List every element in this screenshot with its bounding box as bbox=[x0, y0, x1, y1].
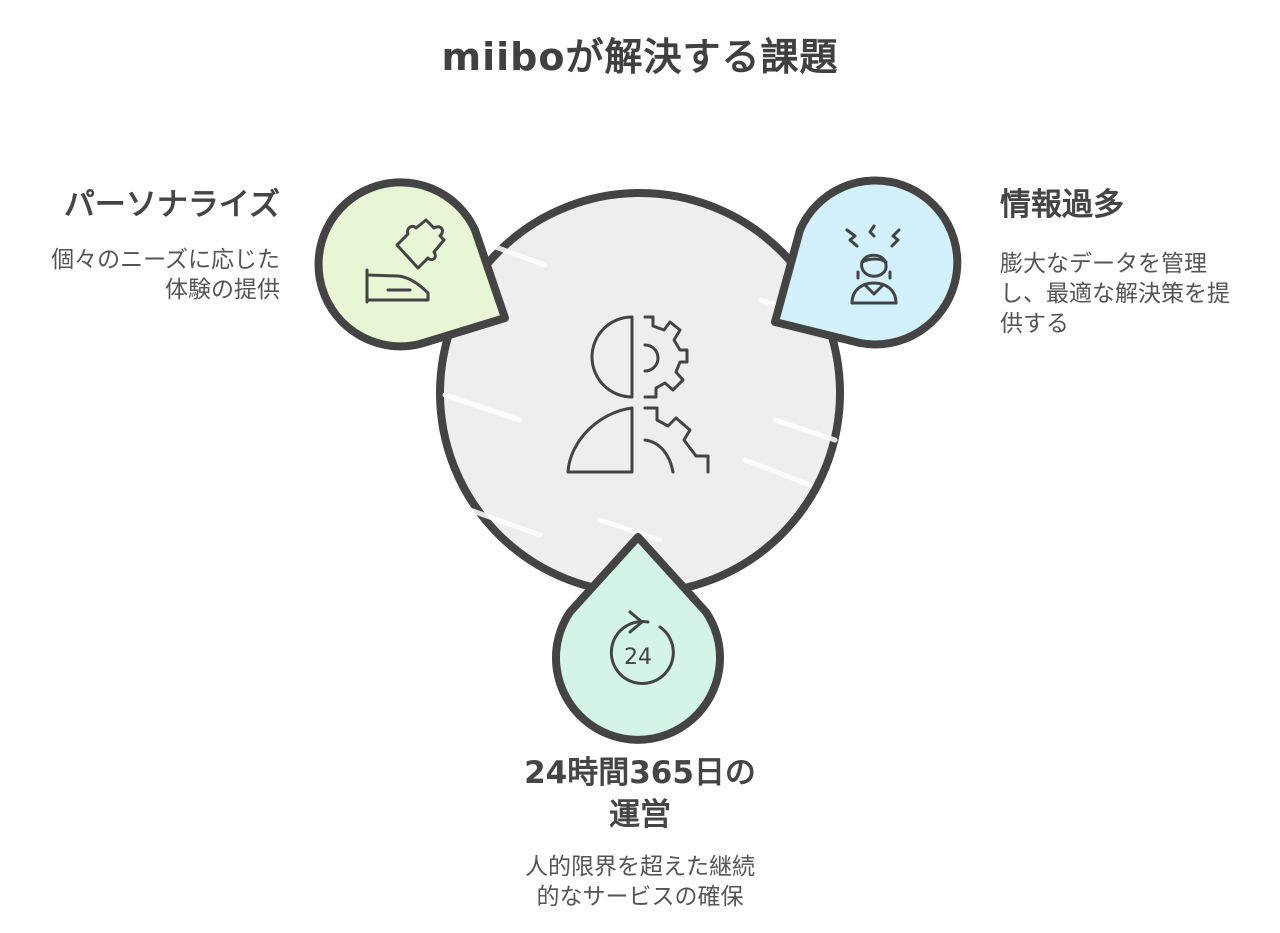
description-line: 膨大なデータを管理 bbox=[1000, 251, 1207, 277]
24-hour-cycle-icon: 24 bbox=[609, 610, 675, 685]
hand-puzzle-icon bbox=[365, 218, 446, 304]
left-teardrop bbox=[314, 178, 509, 351]
heading-information-overload: 情報過多 bbox=[1000, 187, 1124, 223]
page-title: miiboが解決する課題 bbox=[441, 35, 839, 79]
description-personalize: 個々のニーズに応じた 体験の提供 bbox=[51, 245, 280, 305]
heading-24-7-operation: 24時間365日の 運営 bbox=[440, 752, 840, 836]
svg-text:24: 24 bbox=[624, 645, 652, 670]
description-line: し、最適な解決策を提 bbox=[1000, 281, 1230, 307]
stressed-person-icon bbox=[845, 224, 901, 305]
right-teardrop bbox=[771, 176, 962, 349]
human-gear-icon bbox=[566, 315, 710, 474]
bottom-teardrop bbox=[552, 533, 724, 744]
description-line: 個々のニーズに応じた bbox=[51, 247, 280, 273]
heading-line: 24時間365日の bbox=[524, 755, 756, 791]
heading-personalize: パーソナライズ bbox=[63, 187, 280, 223]
description-line: 体験の提供 bbox=[165, 277, 280, 303]
description-information-overload: 膨大なデータを管理 し、最適な解決策を提 供する bbox=[1000, 249, 1230, 339]
description-line: 的なサービスの確保 bbox=[536, 884, 744, 910]
description-line: 人的限界を超えた継続 bbox=[525, 854, 755, 880]
center-circle bbox=[436, 189, 844, 597]
description-line: 供する bbox=[1000, 311, 1069, 337]
heading-line: 運営 bbox=[609, 797, 671, 833]
description-24-7-operation: 人的限界を超えた継続 的なサービスの確保 bbox=[440, 852, 840, 912]
